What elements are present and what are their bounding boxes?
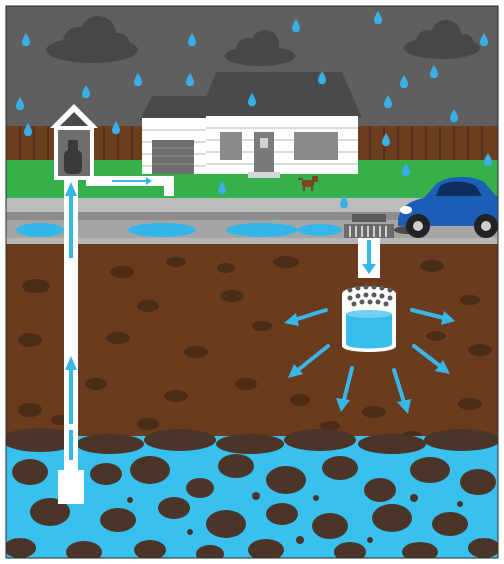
cloud-icon (404, 20, 480, 59)
car-icon (398, 177, 498, 238)
house-icon (198, 72, 362, 178)
road-curb (6, 212, 498, 220)
sidewalk (6, 198, 498, 212)
well-casing (64, 176, 78, 496)
cloud-icon (46, 16, 138, 63)
arrow-icon (146, 177, 152, 185)
arrow-icon (336, 366, 354, 412)
dog-icon (298, 176, 318, 191)
puddle (226, 223, 298, 237)
puddle (16, 223, 64, 237)
arrow-icon (362, 240, 376, 274)
puddle (298, 224, 342, 236)
arrow-icon (392, 368, 411, 414)
arrow-icon (65, 356, 77, 424)
pressure-tank-icon (64, 140, 82, 174)
rock-icon (18, 256, 492, 441)
well-screen (58, 470, 84, 504)
arrow-icon (284, 308, 328, 326)
drywell-icon (342, 284, 396, 352)
arrow-icon (410, 308, 455, 325)
cloud-icon (225, 30, 295, 66)
frame-border (5, 5, 499, 559)
arrow-icon (65, 182, 77, 258)
garage-icon (140, 96, 214, 174)
soil-layer (6, 244, 498, 444)
puddle (128, 223, 196, 237)
arrow-icon (288, 344, 330, 378)
supply-pipe (164, 176, 174, 196)
rock-icon (6, 454, 498, 558)
gravel-band (6, 428, 498, 454)
arrow-icon (412, 344, 450, 374)
